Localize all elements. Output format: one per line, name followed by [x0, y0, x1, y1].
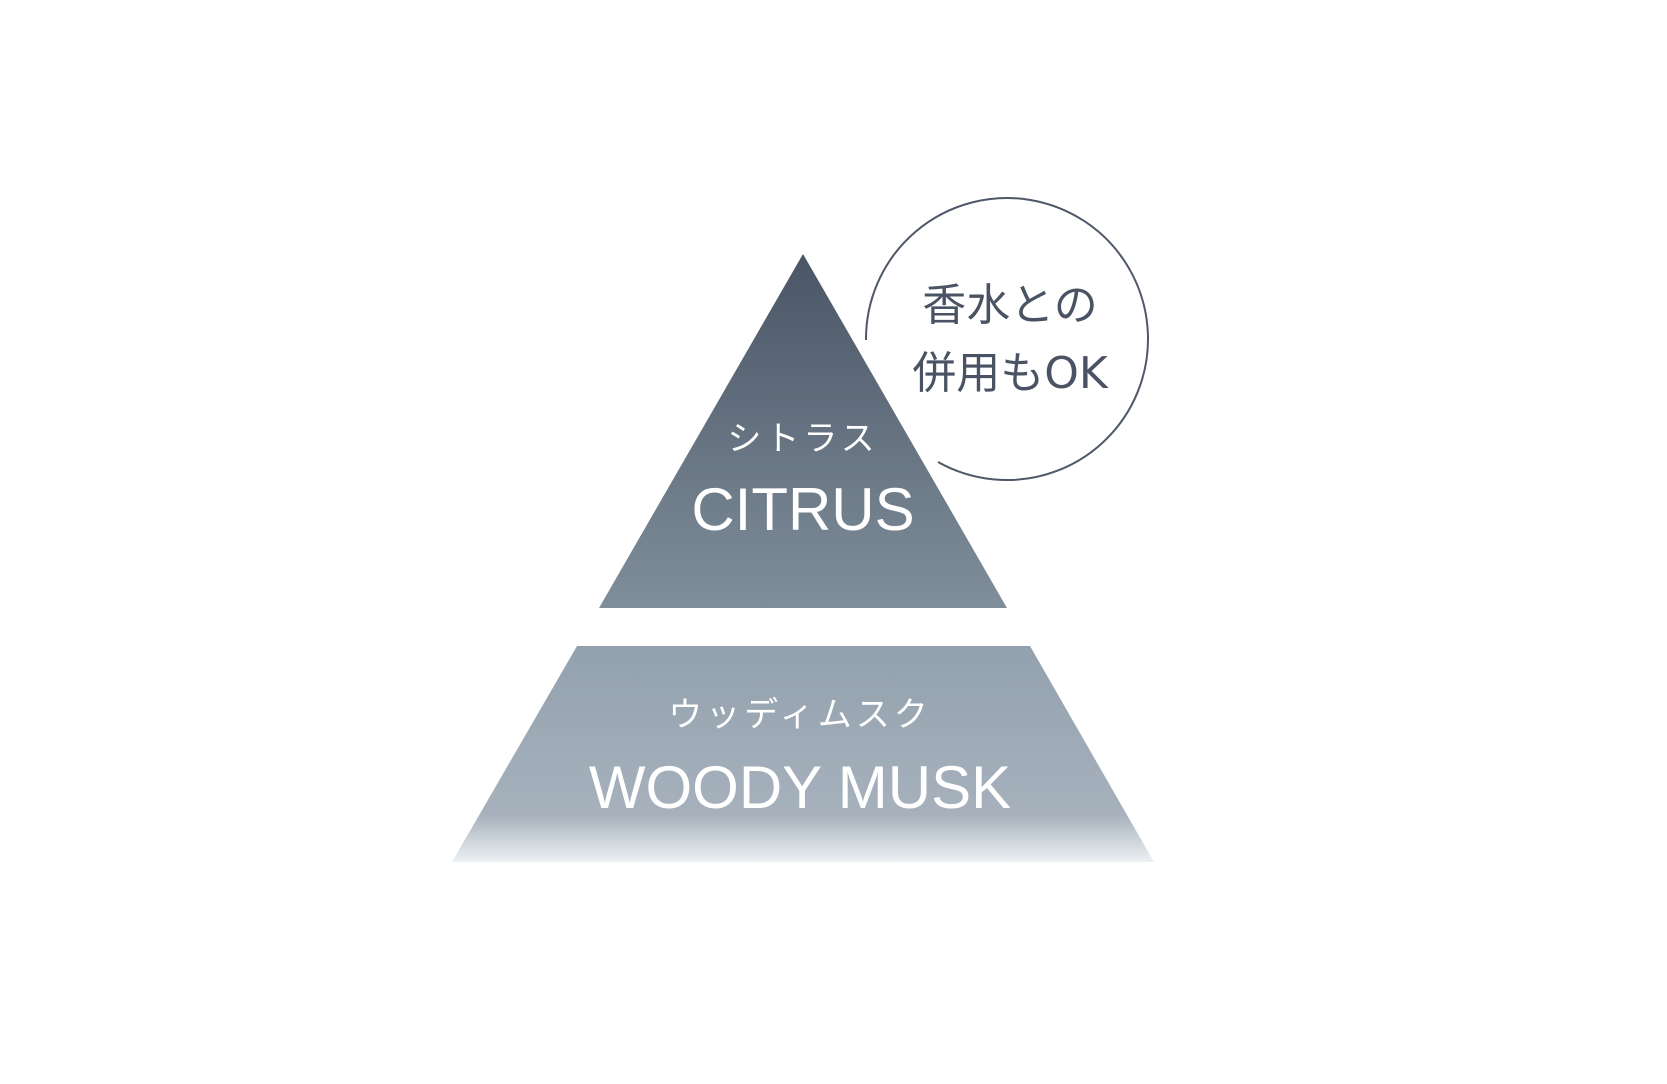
- top-tier-label-jp: シトラス: [727, 419, 878, 459]
- callout-circle: [864, 197, 1149, 481]
- bottom-tier-label-jp: ウッディムスク: [668, 695, 932, 735]
- top-tier-label-en: CITRUS: [691, 476, 914, 543]
- callout-bubble: 香水との 併用もOK: [864, 197, 1149, 481]
- top-tier-shape: [599, 254, 1007, 608]
- top-tier: シトラス CITRUS: [599, 254, 1007, 608]
- callout-line-1: 香水との: [922, 280, 1098, 331]
- callout-line-2: 併用もOK: [912, 348, 1109, 399]
- bottom-tier: ウッディムスク WOODY MUSK: [452, 646, 1154, 862]
- bottom-tier-label-en: WOODY MUSK: [589, 754, 1011, 821]
- bottom-tier-shape: [452, 646, 1154, 862]
